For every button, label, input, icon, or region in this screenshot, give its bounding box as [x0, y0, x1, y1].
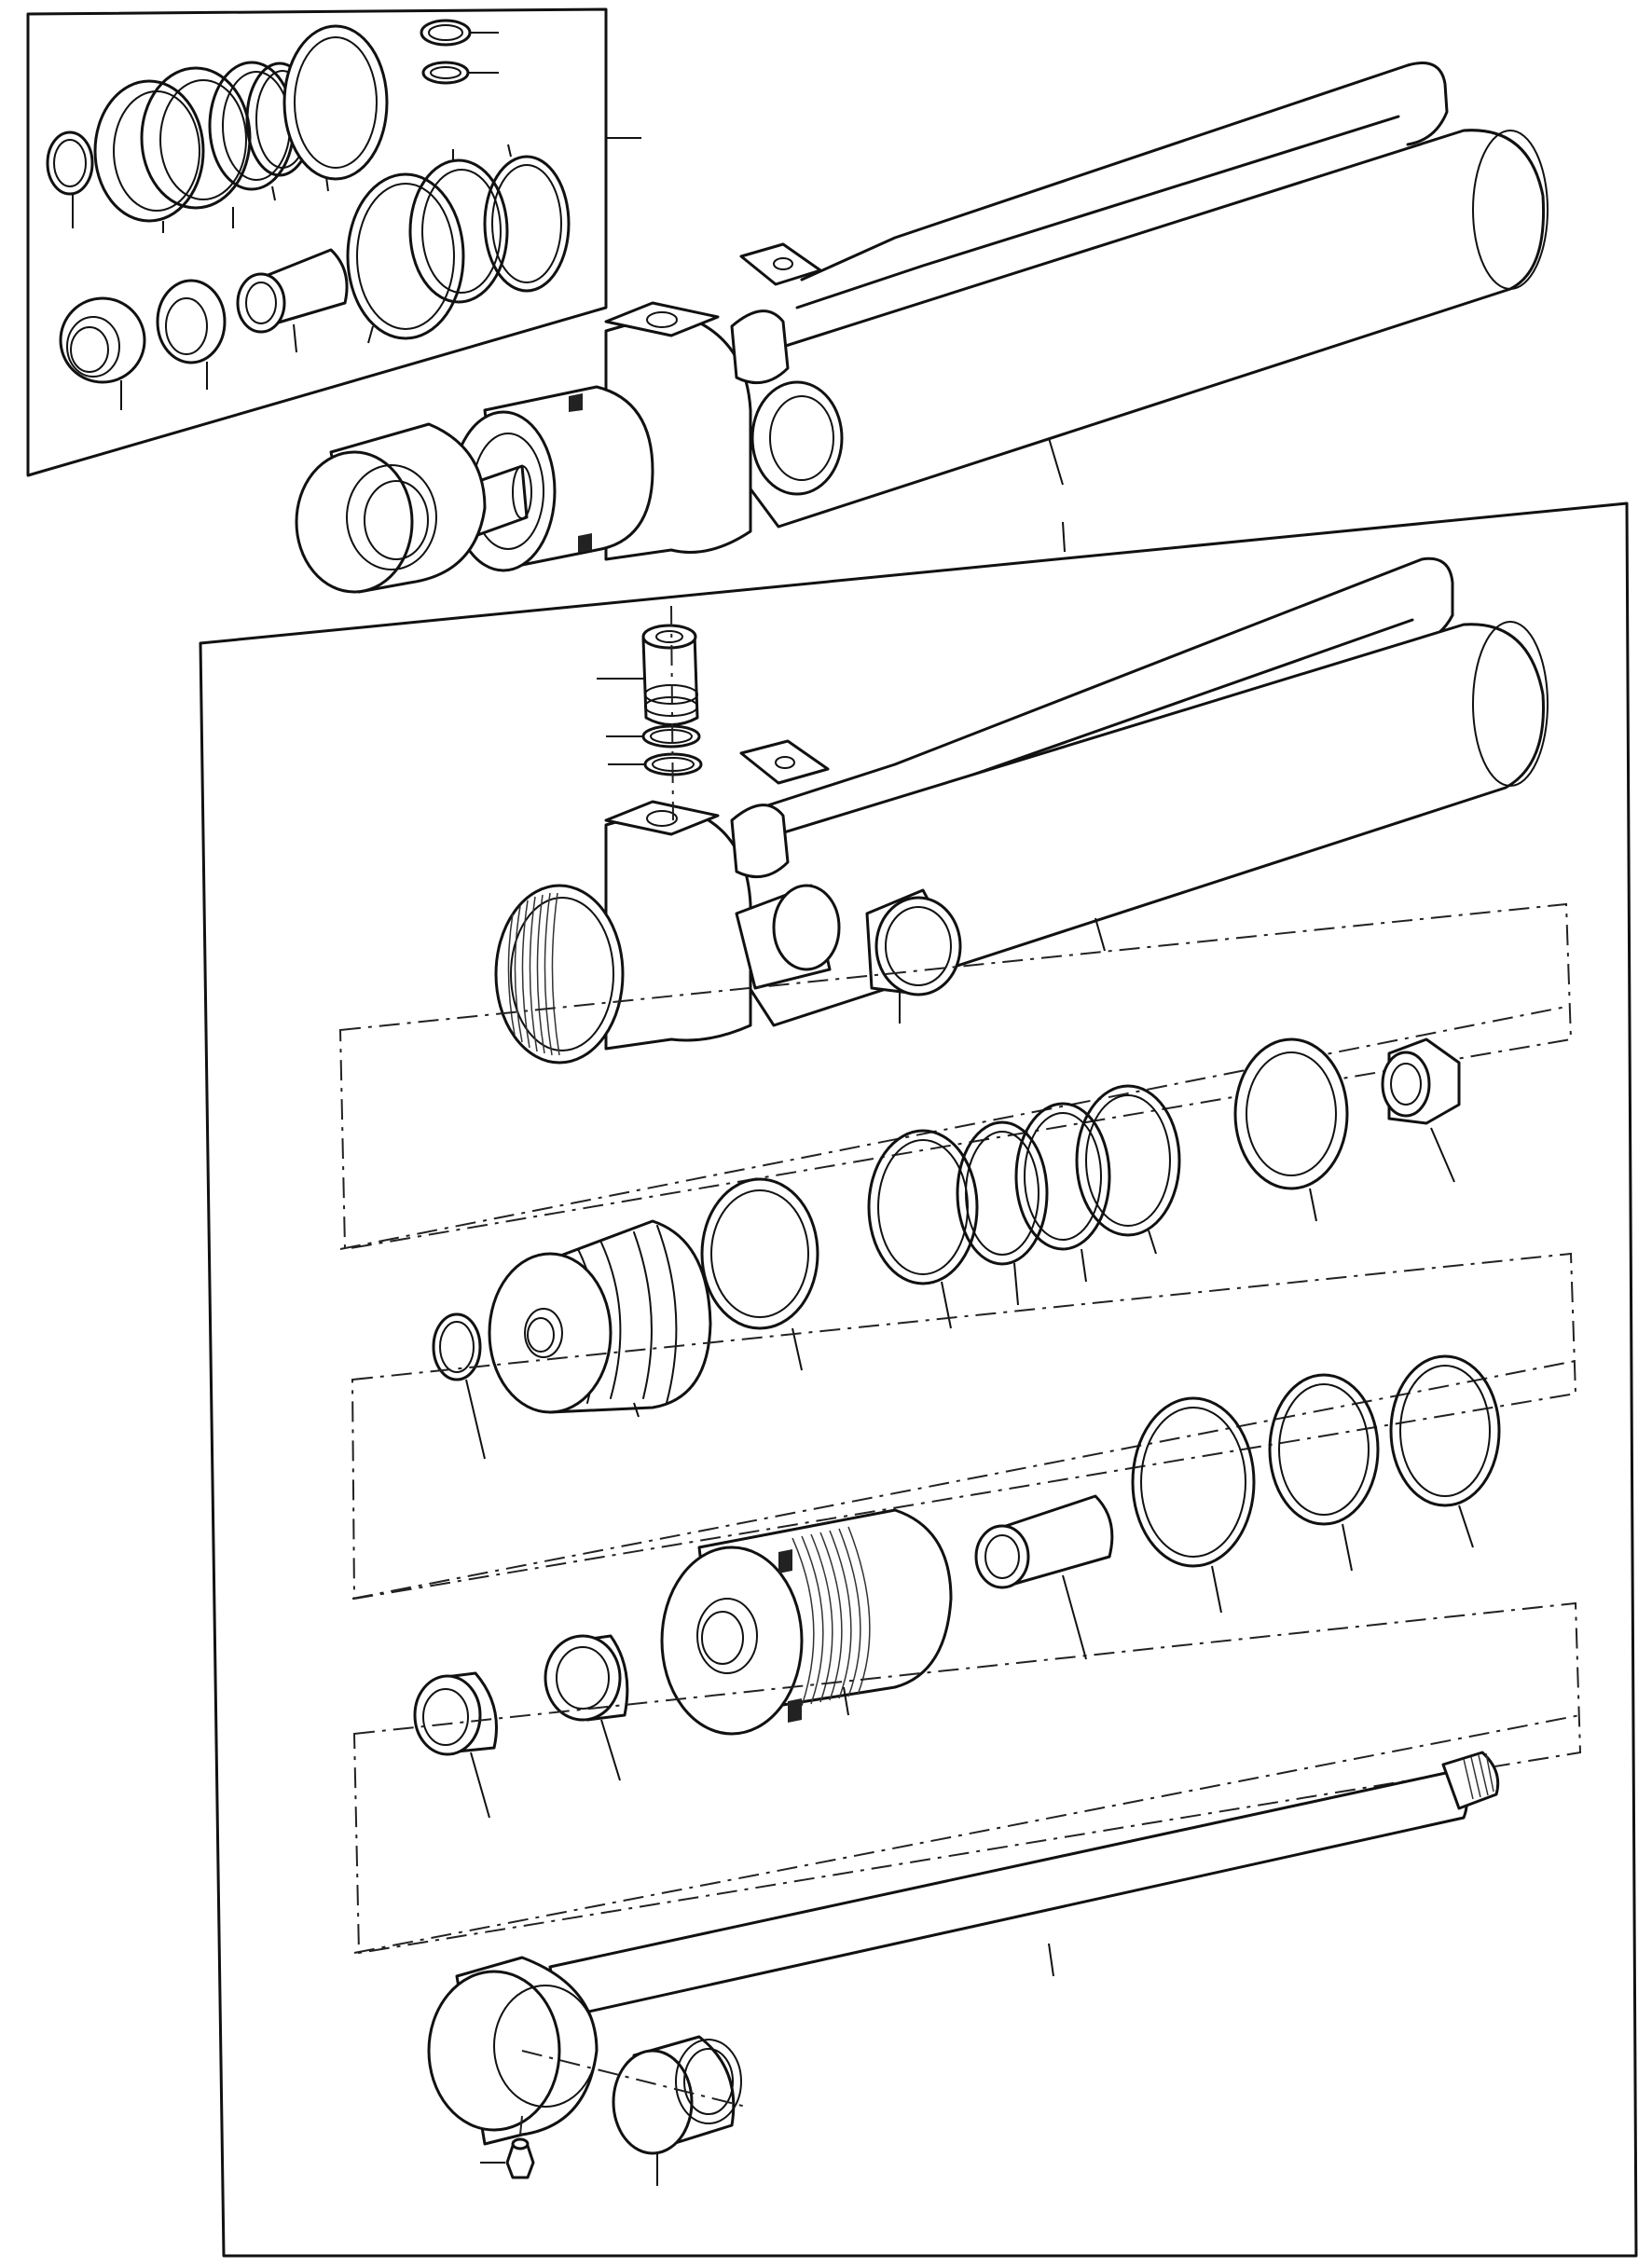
- valve-o-ring-1: [606, 724, 701, 749]
- wear-ring-large: [282, 24, 389, 192]
- piston: [488, 1219, 712, 1418]
- piston-wear-ring: [1233, 1037, 1349, 1222]
- assembled-cylinder: [295, 62, 1549, 594]
- cylinder-gland: [660, 1508, 953, 1736]
- row-gland-seals: [351, 1252, 1577, 1819]
- row-piston-seals: [338, 902, 1573, 1460]
- gland-seal-1: [1389, 1354, 1501, 1548]
- piston-seal-4: [867, 1129, 979, 1329]
- o-ring-large-1: [346, 172, 465, 344]
- piston-guide-ring: [700, 1177, 819, 1371]
- rod-eye-bushing: [612, 2035, 742, 2186]
- piston-seal-3: [956, 1120, 1049, 1306]
- rod-eye: [427, 1956, 599, 2146]
- gland-seal-2: [1268, 1373, 1380, 1572]
- piston-seal-1: [1075, 1084, 1181, 1255]
- gland-spacer-tube: [974, 1494, 1114, 1660]
- valve-o-ring-2: [608, 752, 703, 776]
- piston-rod-o-ring: [432, 1312, 486, 1460]
- seal-kit-inset: [26, 7, 641, 477]
- seal-ring-3: [208, 61, 296, 201]
- o-ring-large-2: [408, 149, 509, 304]
- o-ring-large-3: [483, 144, 571, 293]
- gland-seal-3: [1131, 1396, 1256, 1614]
- small-ring-lower: [421, 61, 499, 85]
- port-bushing: [865, 888, 962, 1024]
- check-valve-cartridge: [597, 624, 699, 726]
- valve-axis: [670, 605, 674, 821]
- gland-bushing: [544, 1634, 629, 1781]
- wiper-bushing: [59, 296, 146, 410]
- split-ring: [46, 131, 94, 228]
- row-piston-rod: [352, 1601, 1582, 2186]
- rod-wiper: [413, 1671, 498, 1819]
- guide-bushing: [156, 279, 227, 390]
- exploded-frame: [199, 501, 1638, 2258]
- piston-seal-2: [1014, 1102, 1111, 1283]
- piston-rod: [548, 1751, 1500, 2020]
- small-ring-upper: [420, 19, 499, 47]
- spacer-tube: [236, 248, 349, 353]
- grease-nipple: [480, 2115, 535, 2179]
- piston-lock-nut: [1381, 1037, 1461, 1183]
